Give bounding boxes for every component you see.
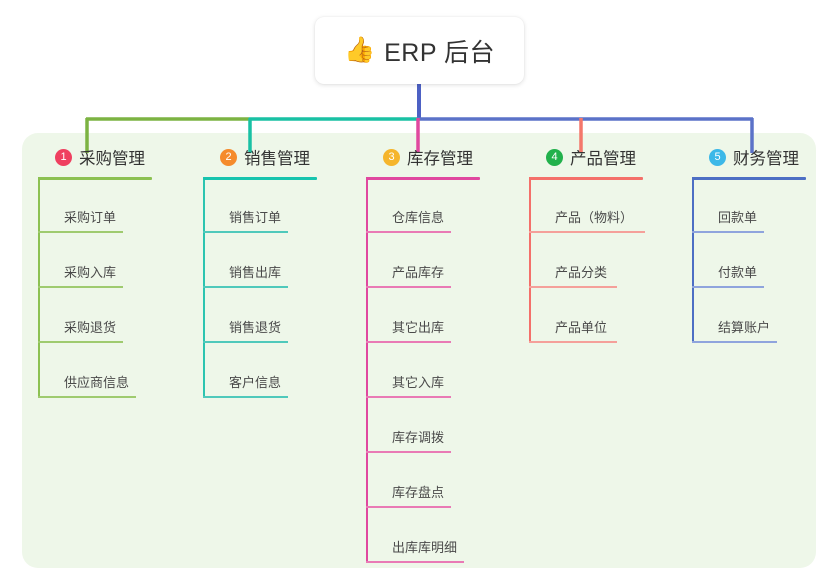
leaf-node-underline (366, 451, 451, 453)
leaf-node-underline (38, 231, 123, 233)
leaf-node-underline (529, 341, 617, 343)
branch-header-underline (366, 177, 480, 180)
leaf-node-underline (203, 341, 288, 343)
thumbs-up-icon: 👍 (343, 36, 376, 64)
leaf-node-underline (366, 561, 464, 563)
branch-number-badge: 2 (220, 148, 237, 166)
leaf-node-label: 销售出库 (229, 265, 282, 280)
branch-header-5[interactable]: 5 财务管理 (692, 145, 799, 169)
branch-title: 销售管理 (244, 150, 310, 168)
leaf-node-label: 客户信息 (229, 375, 282, 390)
leaf-node-underline (203, 231, 288, 233)
leaf-node-label: 回款单 (718, 210, 758, 225)
branch-title: 采购管理 (79, 150, 145, 168)
branch-column-2: 2 销售管理销售订单销售出库销售退货客户信息 (203, 145, 317, 398)
leaf-node-underline (366, 506, 451, 508)
branch-header-underline (203, 177, 317, 180)
branch-header-3[interactable]: 3 库存管理 (366, 145, 473, 169)
leaf-node-label: 销售退货 (229, 320, 282, 335)
leaf-node-label: 产品（物料） (555, 210, 634, 225)
leaf-node-label: 仓库信息 (392, 210, 445, 225)
leaf-node-label: 产品单位 (555, 320, 608, 335)
root-node-title: ERP 后台 (384, 38, 496, 67)
branch-header-4[interactable]: 4 产品管理 (529, 145, 636, 169)
branch-number-badge: 1 (55, 148, 72, 166)
leaf-node-underline (366, 396, 451, 398)
leaf-node-label: 产品库存 (392, 265, 445, 280)
leaf-node-underline (366, 341, 451, 343)
branch-title: 产品管理 (570, 150, 636, 168)
leaf-node-label: 采购退货 (64, 320, 117, 335)
leaf-node-underline (366, 231, 451, 233)
branch-title: 库存管理 (407, 150, 473, 168)
leaf-node-underline (692, 341, 777, 343)
leaf-node-label: 销售订单 (229, 210, 282, 225)
branch-number-badge: 4 (546, 148, 563, 166)
leaf-node-label: 产品分类 (555, 265, 608, 280)
branch-header-underline (529, 177, 643, 180)
branch-number-badge: 3 (383, 148, 400, 166)
leaf-node-underline (529, 231, 645, 233)
branch-number-badge: 5 (709, 148, 726, 166)
branch-header-2[interactable]: 2 销售管理 (203, 145, 310, 169)
branch-header-1[interactable]: 1 采购管理 (38, 145, 145, 169)
leaf-node-label: 采购订单 (64, 210, 117, 225)
leaf-node-label: 出库库明细 (392, 540, 458, 555)
branch-column-3: 3 库存管理仓库信息产品库存其它出库其它入库库存调拨库存盘点出库库明细 (366, 145, 480, 563)
leaf-node-label: 其它入库 (392, 375, 445, 390)
leaf-node-underline (366, 286, 451, 288)
branch-header-underline (692, 177, 806, 180)
root-node[interactable]: 👍 ERP 后台 (315, 17, 524, 84)
diagram-background-panel (22, 133, 816, 568)
leaf-node-underline (203, 286, 288, 288)
branch-header-underline (38, 177, 152, 180)
leaf-node-underline (692, 231, 764, 233)
leaf-node-underline (38, 341, 123, 343)
branch-title: 财务管理 (733, 150, 799, 168)
leaf-node-underline (692, 286, 764, 288)
leaf-node-label: 其它出库 (392, 320, 445, 335)
leaf-node-label: 付款单 (718, 265, 758, 280)
leaf-node-label: 结算账户 (718, 320, 771, 335)
leaf-node-label: 库存调拨 (392, 430, 445, 445)
leaf-node-underline (529, 286, 617, 288)
leaf-node-underline (38, 396, 136, 398)
leaf-node-underline (38, 286, 123, 288)
leaf-node-label: 库存盘点 (392, 485, 445, 500)
branch-column-1: 1 采购管理采购订单采购入库采购退货供应商信息 (38, 145, 152, 398)
leaf-node-label: 供应商信息 (64, 375, 130, 390)
branch-column-5: 5 财务管理回款单付款单结算账户 (692, 145, 806, 343)
branch-column-4: 4 产品管理产品（物料） 产品分类产品单位 (529, 145, 645, 343)
leaf-node-label: 采购入库 (64, 265, 117, 280)
leaf-node-underline (203, 396, 288, 398)
